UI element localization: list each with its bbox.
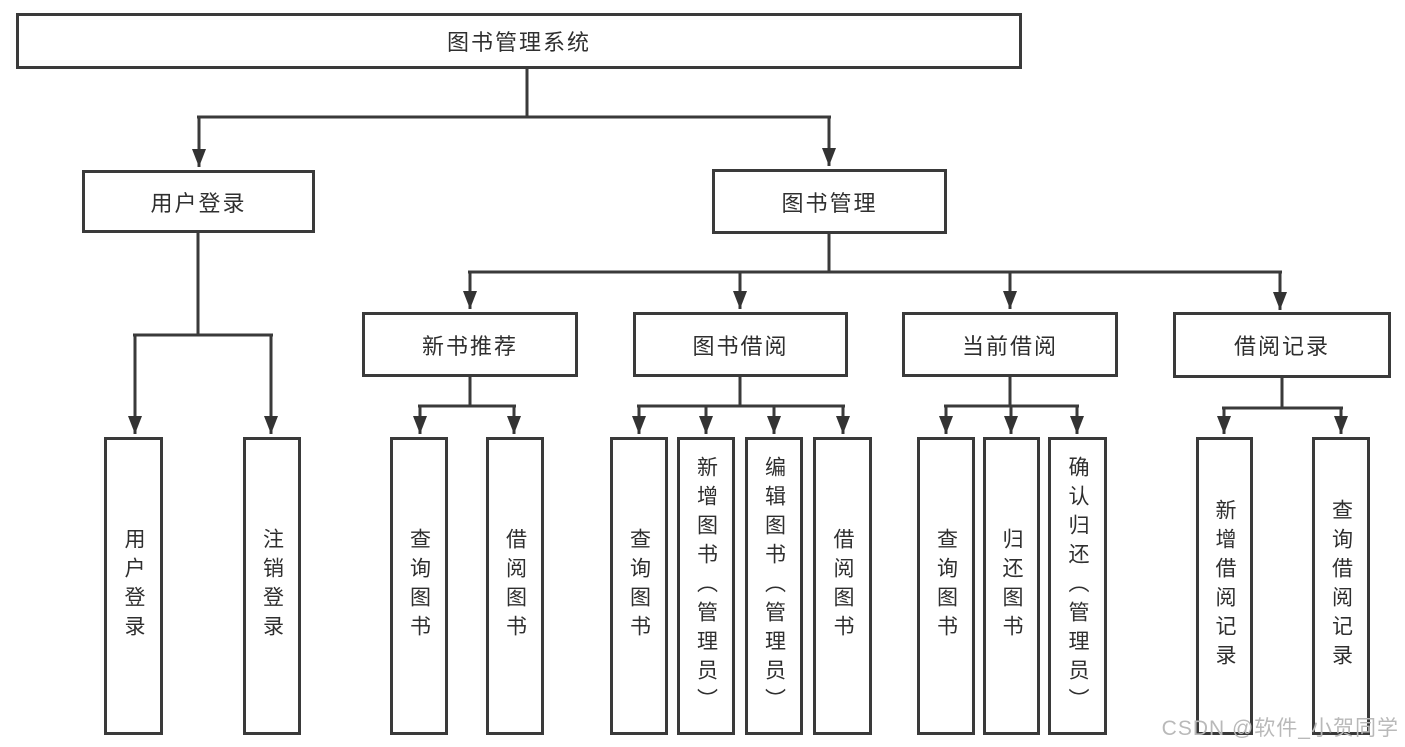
csdn-watermark: CSDN @软件_小贺同学: [1161, 717, 1399, 740]
node-label: 图书借阅: [692, 333, 789, 359]
node-label: 归还图书: [1000, 528, 1024, 644]
node-borrowing-records: 借阅记录: [1173, 312, 1391, 378]
node-label: 图书管理系统: [446, 30, 591, 55]
node-user-login: 用户登录: [82, 170, 315, 233]
node-leaf-add-borrow-record: 新增借阅记录: [1196, 437, 1253, 735]
connector-current-borrowing: [939, 377, 1084, 434]
node-current-borrowing: 当前借阅: [902, 312, 1118, 377]
node-label: 查询图书: [934, 528, 958, 644]
connector-new-book-recommendation: [413, 377, 521, 434]
node-book-borrowing: 图书借阅: [633, 312, 848, 377]
node-leaf-logout: 注销登录: [243, 437, 301, 735]
node-label: 图书管理: [781, 190, 878, 216]
node-label: 确认归还（管理员）: [1066, 455, 1090, 717]
node-label: 用户登录: [122, 528, 146, 644]
node-label: 编辑图书（管理员）: [762, 455, 786, 717]
node-leaf-query-books-1: 查询图书: [390, 437, 448, 735]
connector-user-login: [128, 233, 278, 434]
node-leaf-query-borrow-record: 查询借阅记录: [1312, 437, 1370, 735]
node-leaf-confirm-return-admin: 确认归还（管理员）: [1048, 437, 1107, 735]
node-label: 查询图书: [627, 528, 651, 644]
node-leaf-edit-books-admin: 编辑图书（管理员）: [745, 437, 803, 735]
node-label: 注销登录: [260, 528, 284, 644]
node-leaf-borrow-books-1: 借阅图书: [486, 437, 544, 735]
node-label: 新增图书（管理员）: [694, 455, 718, 717]
node-label: 借阅图书: [831, 528, 855, 644]
connector-book-management: [463, 234, 1287, 310]
node-label: 当前借阅: [961, 333, 1058, 359]
node-leaf-user-login: 用户登录: [104, 437, 163, 735]
node-label: 借阅记录: [1233, 334, 1330, 359]
node-leaf-query-books-2: 查询图书: [610, 437, 668, 735]
node-label: 借阅图书: [503, 528, 527, 644]
node-leaf-return-books: 归还图书: [983, 437, 1040, 735]
connector-book-borrowing: [632, 377, 850, 434]
node-label: 用户登录: [150, 190, 247, 216]
node-leaf-query-books-3: 查询图书: [917, 437, 975, 735]
node-label: 新书推荐: [421, 333, 518, 359]
connector-borrowing-records: [1217, 377, 1348, 434]
node-label: 新增借阅记录: [1213, 499, 1237, 673]
connector-root: [192, 69, 836, 167]
node-leaf-add-books-admin: 新增图书（管理员）: [677, 437, 735, 735]
node-library-management-system: 图书管理系统: [16, 13, 1022, 69]
node-label: 查询图书: [407, 528, 431, 644]
node-leaf-borrow-books-2: 借阅图书: [813, 437, 872, 735]
node-new-book-recommendation: 新书推荐: [362, 312, 578, 377]
node-book-management: 图书管理: [712, 169, 947, 234]
node-label: 查询借阅记录: [1329, 499, 1353, 673]
